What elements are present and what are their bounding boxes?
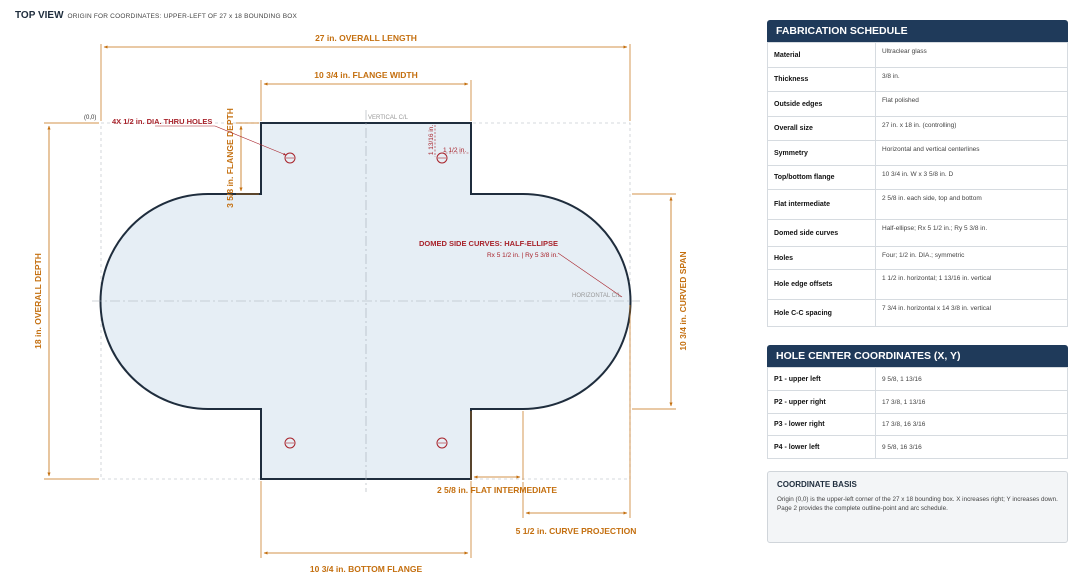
- row-value: 17 3/8, 16 3/16: [875, 413, 1068, 436]
- row-value: Horizontal and vertical centerlines: [875, 140, 1068, 166]
- holes-note: 4X 1/2 in. DIA. THRU HOLES: [112, 117, 212, 126]
- row-value: 3/8 in.: [875, 67, 1068, 92]
- top-view-drawing: VERTICAL C/L HORIZONTAL C/L (0,0) 27 in.…: [33, 33, 688, 574]
- row-value: Flat polished: [875, 91, 1068, 117]
- hole-p1: [284, 152, 296, 164]
- row-value: Ultraclear glass: [875, 42, 1068, 68]
- curve-projection-label: 5 1/2 in. CURVE PROJECTION: [516, 526, 637, 536]
- row-label: Top/bottom flange: [767, 165, 876, 190]
- row-label: Holes: [767, 246, 876, 270]
- row-label: P1 - upper left: [767, 367, 876, 391]
- row-label: P4 - lower left: [767, 435, 876, 459]
- row-label: Hole C-C spacing: [767, 299, 876, 327]
- row-label: Symmetry: [767, 140, 876, 166]
- coordinate-basis-title: COORDINATE BASIS: [777, 480, 857, 489]
- row-value: 7 3/4 in. horizontal x 14 3/8 in. vertic…: [875, 299, 1068, 327]
- hole-coordinates-panel: HOLE CENTER COORDINATES (X, Y) P1 - uppe…: [767, 345, 1068, 459]
- fabrication-schedule-title: FABRICATION SCHEDULE: [767, 20, 1068, 42]
- row-label: Outside edges: [767, 91, 876, 117]
- row-value: Four; 1/2 in. DIA.; symmetric: [875, 246, 1068, 270]
- row-label: Domed side curves: [767, 219, 876, 247]
- flange-depth-label: 3 5/8 in. FLANGE DEPTH: [225, 108, 235, 208]
- row-value: 10 3/4 in. W x 3 5/8 in. D: [875, 165, 1068, 190]
- row-value: 27 in. x 18 in. (controlling): [875, 116, 1068, 141]
- row-value: 9 5/8, 16 3/16: [875, 435, 1068, 459]
- curve-projection-dimension: [522, 305, 631, 518]
- row-value: 1 1/2 in. horizontal; 1 13/16 in. vertic…: [875, 269, 1068, 300]
- bottom-flange-dimension: [260, 481, 472, 558]
- flange-width-dimension: [260, 80, 472, 121]
- coordinate-basis-text: Origin (0,0) is the upper-left corner of…: [777, 496, 1058, 513]
- overall-length-dimension: [100, 44, 631, 121]
- row-label: P3 - lower right: [767, 413, 876, 436]
- vertical-cl-label: VERTICAL C/L: [368, 115, 409, 121]
- bottom-flange-label: 10 3/4 in. BOTTOM FLANGE: [310, 564, 423, 574]
- row-label: Thickness: [767, 67, 876, 92]
- row-label: Overall size: [767, 116, 876, 141]
- domed-note: DOMED SIDE CURVES: HALF-ELLIPSE: [419, 239, 558, 248]
- view-subtitle: ORIGIN FOR COORDINATES: UPPER-LEFT OF 27…: [67, 13, 298, 20]
- row-value: 2 5/8 in. each side, top and bottom: [875, 189, 1068, 220]
- row-label: Material: [767, 42, 876, 68]
- holes-leader: [214, 125, 287, 156]
- row-label: P2 - upper right: [767, 390, 876, 414]
- flange-depth-dimension: [236, 122, 259, 195]
- hole-p4: [284, 437, 296, 449]
- overall-length-label: 27 in. OVERALL LENGTH: [315, 33, 417, 43]
- hole-horiz-offset-label: 1 1/2 in.: [443, 147, 466, 154]
- row-value: 17 3/8, 1 13/16: [875, 390, 1068, 414]
- domed-note-sub: Rx 5 1/2 in. | Ry 5 3/8 in.: [487, 252, 558, 259]
- row-value: Half-ellipse; Rx 5 1/2 in.; Ry 5 3/8 in.: [875, 219, 1068, 247]
- curved-span-dimension: [632, 193, 676, 410]
- hole-p3: [436, 437, 448, 449]
- horizontal-cl-label: HORIZONTAL C/L: [572, 293, 622, 299]
- flange-width-label: 10 3/4 in. FLANGE WIDTH: [314, 70, 417, 80]
- origin-label: (0,0): [84, 115, 96, 121]
- row-label: Flat intermediate: [767, 189, 876, 220]
- hole-vert-offset-label: 1 13/16 in.: [428, 125, 435, 156]
- flat-intermediate-dimension: [470, 411, 524, 480]
- flat-intermediate-label: 2 5/8 in. FLAT INTERMEDIATE: [437, 485, 557, 495]
- row-value: 9 5/8, 1 13/16: [875, 367, 1068, 391]
- view-title-text: TOP VIEW: [15, 10, 64, 21]
- hole-coordinates-title: HOLE CENTER COORDINATES (X, Y): [767, 345, 1068, 367]
- curved-span-label: 10 3/4 in. CURVED SPAN: [678, 251, 688, 350]
- domed-leader: [557, 252, 623, 298]
- row-label: Hole edge offsets: [767, 269, 876, 300]
- overall-depth-label: 18 in. OVERALL DEPTH: [33, 253, 43, 349]
- overall-depth-dimension: [44, 122, 99, 480]
- coordinate-basis-box: COORDINATE BASIS Origin (0,0) is the upp…: [767, 471, 1068, 543]
